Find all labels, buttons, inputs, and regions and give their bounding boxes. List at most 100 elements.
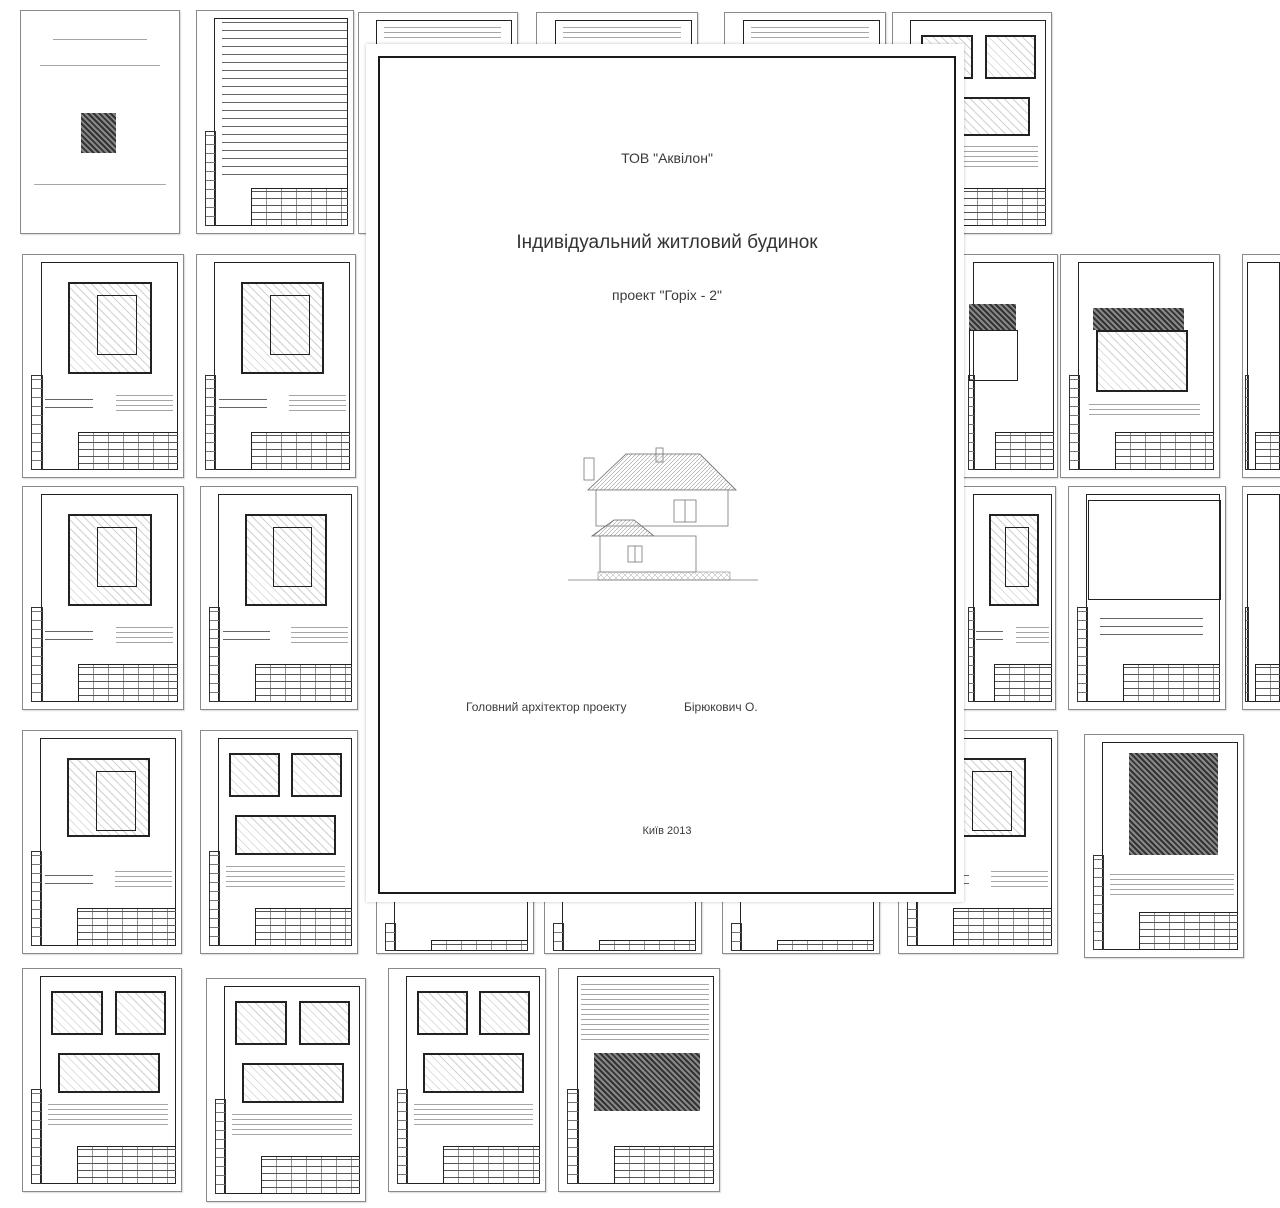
stamp-mark	[77, 1145, 177, 1185]
notes-mark	[581, 982, 710, 1045]
plan-mark	[95, 770, 136, 831]
company-name: ТОВ "Аквілон"	[621, 150, 713, 166]
notes-mark	[115, 392, 174, 415]
plan-mark	[298, 1001, 351, 1046]
plan-mark	[417, 991, 468, 1036]
leftstrip-mark	[1092, 855, 1105, 951]
stamp-mark	[250, 187, 349, 227]
leftstrip-mark	[730, 923, 743, 952]
thumbnail-sheet	[22, 254, 184, 478]
plan-mark	[241, 281, 325, 375]
lines-mark	[45, 868, 93, 891]
thumbnail-sheet	[388, 968, 546, 1192]
stamp-mark	[598, 939, 697, 952]
notes-mark	[990, 868, 1048, 891]
thumbnail-sheet	[962, 254, 1058, 478]
lines-mark	[222, 624, 270, 647]
stamp-mark	[254, 907, 353, 947]
leftstrip-mark	[967, 375, 976, 471]
leftstrip-mark	[31, 375, 43, 471]
notes-mark	[384, 26, 502, 43]
thumbnail-sheet	[1242, 486, 1280, 710]
document-title: Індивідуальний житловий будинок	[516, 232, 818, 253]
stamp-mark	[261, 1155, 361, 1195]
cover-sheet: ТОВ "Аквілон" Індивідуальний житловий бу…	[378, 56, 956, 894]
plan-mark	[968, 330, 1018, 382]
plan-mark	[51, 991, 103, 1036]
dark-mark	[1092, 308, 1185, 331]
thumbnail-sheet	[22, 968, 182, 1192]
thumbnail-sheet	[1242, 254, 1280, 478]
stamp-mark	[254, 663, 353, 703]
stamp-mark	[994, 431, 1055, 471]
plan-mark	[984, 35, 1037, 79]
plan-mark	[67, 281, 152, 375]
leftstrip-mark	[214, 1099, 227, 1195]
leftstrip-mark	[1244, 375, 1250, 471]
leftstrip-mark	[208, 851, 221, 947]
leftstrip-mark	[30, 851, 43, 947]
plan-mark	[244, 513, 327, 607]
plan-mark	[229, 753, 280, 798]
thumbnail-sheet	[1084, 734, 1244, 958]
plan-mark	[96, 294, 137, 355]
notes-mark	[413, 1102, 533, 1129]
notes-mark	[291, 624, 348, 647]
leftstrip-mark	[567, 1089, 579, 1185]
plan-mark	[479, 991, 531, 1036]
notes-mark	[1089, 401, 1201, 420]
stamp-mark	[1115, 431, 1215, 471]
thumbnail-sheet	[962, 486, 1056, 710]
thumbnail-sheet	[196, 10, 354, 234]
notes-mark	[232, 1112, 353, 1139]
notes-mark	[562, 26, 681, 43]
leftstrip-mark	[396, 1089, 409, 1185]
plan-mark	[67, 513, 152, 607]
notes-mark	[48, 1102, 169, 1129]
plan-mark	[1005, 526, 1030, 587]
lines-mark	[221, 22, 347, 182]
notes-mark	[750, 26, 869, 43]
plan-mark	[235, 1001, 287, 1046]
dark-mark	[1129, 752, 1218, 855]
stamp-mark	[1139, 911, 1239, 951]
stamp-mark	[442, 1145, 541, 1185]
plan-mark	[96, 526, 137, 587]
notes-mark	[52, 37, 148, 44]
lines-mark	[219, 392, 267, 415]
stamp-mark	[77, 907, 177, 947]
leftstrip-mark	[30, 1089, 43, 1185]
lines-mark	[1100, 611, 1204, 643]
plan-mark	[269, 294, 310, 355]
chief-architect-label: Головний архітектор проекту	[466, 700, 627, 714]
thumbnail-sheet	[22, 486, 184, 710]
house-elevation-drawing	[568, 447, 758, 581]
thumbnail-sheet	[200, 730, 358, 954]
notes-mark	[33, 184, 167, 190]
leftstrip-mark	[552, 923, 565, 952]
plan-mark	[1095, 330, 1189, 393]
stamp-mark	[994, 663, 1053, 703]
plan-mark	[67, 757, 151, 838]
leftstrip-mark	[1068, 375, 1081, 471]
stamp-mark	[1255, 431, 1280, 471]
plan-mark	[1087, 500, 1221, 600]
plan-mark	[423, 1053, 525, 1093]
dark-mark	[81, 113, 116, 154]
thumbnail-sheet	[22, 730, 182, 954]
thumbnail-sheet	[20, 10, 180, 234]
leftstrip-mark	[204, 131, 217, 227]
stamp-mark	[430, 939, 529, 952]
plan-mark	[57, 1053, 160, 1093]
notes-mark	[225, 864, 345, 891]
stamp-mark	[78, 663, 179, 703]
plan-mark	[114, 991, 167, 1036]
plan-mark	[235, 815, 337, 855]
stamp-mark	[251, 431, 351, 471]
thumbnail-sheet	[196, 254, 356, 478]
plan-mark	[988, 513, 1039, 607]
leftstrip-mark	[31, 607, 43, 703]
notes-mark	[288, 392, 346, 415]
notes-mark	[1016, 624, 1050, 647]
leftstrip-mark	[1244, 607, 1250, 703]
